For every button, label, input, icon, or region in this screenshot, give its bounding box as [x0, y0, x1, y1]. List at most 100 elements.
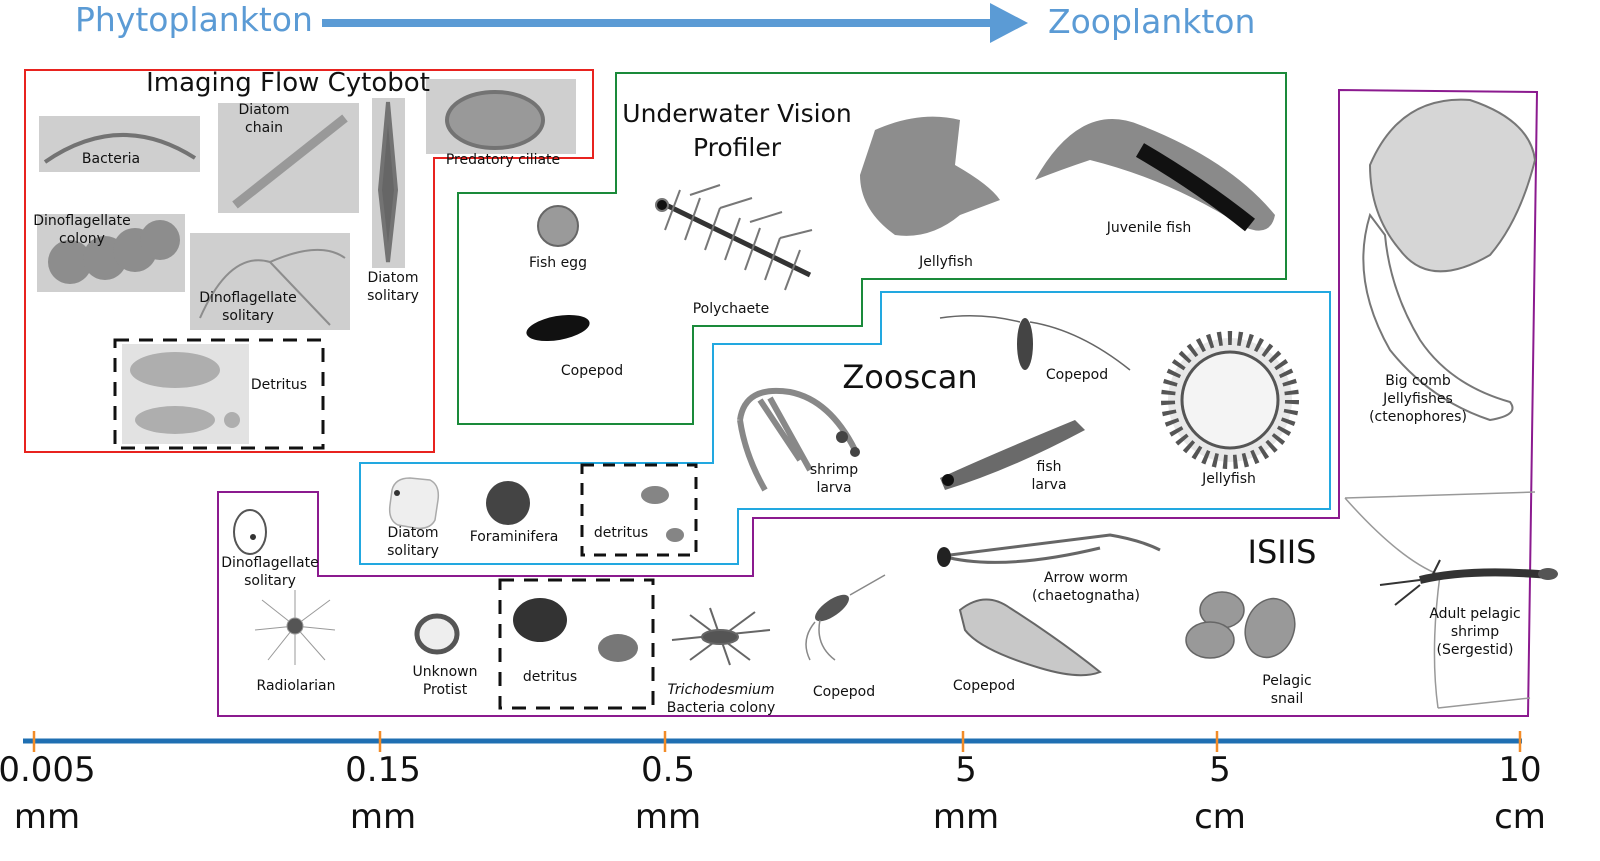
detritus-ifcb-shape [130, 352, 240, 434]
dinoflagellate-colony-shape [48, 220, 180, 284]
organism-label: Arrow worm (chaetognatha) [1032, 569, 1140, 605]
uvp-title: Underwater Vision Profiler [622, 97, 851, 165]
organism-label: Polychaete [692, 301, 770, 317]
organism-label: Dinoflagellate solitary [221, 554, 318, 590]
organism-label: Jellyfish [1202, 471, 1256, 487]
shrimp-larva-shape [737, 387, 858, 492]
organism-label: Diatom chain [239, 101, 290, 137]
organism-label: Copepod [952, 678, 1016, 694]
organism-label: Foraminifera [469, 529, 559, 545]
isiis-boundary [217, 88, 1539, 717]
zooscan-title: Zooscan [842, 358, 978, 396]
scale-tick-value: 10 [1498, 750, 1542, 790]
label-line: Bacteria colony [666, 700, 776, 716]
right-arrow-icon [322, 3, 1028, 43]
copepod-isiis-small-shape [805, 574, 886, 661]
label-line: solitary [222, 308, 274, 324]
diatom-solitary-zooscan-shape [388, 477, 440, 530]
diatom-solitary-shape [377, 101, 399, 263]
detritus-group-ifcb [113, 338, 325, 450]
scale-tick-value: 5 [955, 750, 977, 790]
uvp-title-line-1: Underwater Vision [622, 99, 852, 128]
label-line: Pelagic [1262, 673, 1312, 689]
scale-tick-value: 5 [1209, 750, 1231, 790]
bacteria-shape [43, 133, 197, 164]
fish-larva-shape [940, 420, 1085, 490]
scale-tick-value: 0.5 [640, 750, 696, 790]
organism-label: Adult pelagic shrimp (Sergestid) [1429, 605, 1520, 659]
dinoflagellate-isiis-shape [233, 509, 267, 555]
uvp-boundary [457, 72, 1287, 425]
copepod-uvp-shape [526, 314, 590, 342]
organism-label: fish larva [1031, 458, 1066, 494]
organism-label: Copepod [812, 684, 876, 700]
label-line: larva [1031, 477, 1067, 493]
organism-label: detritus [522, 669, 578, 685]
isiis-title: ISIIS [1247, 533, 1317, 571]
label-line: Diatom [387, 525, 439, 541]
detritus-isiis-shape [513, 598, 638, 662]
arrow-worm-shape [941, 533, 1161, 564]
polychaete-shape [655, 184, 813, 291]
dinoflagellate-solitary-image [190, 233, 350, 330]
radiolarian-shape [254, 590, 336, 665]
scale-tick-value: 0.005 [0, 750, 96, 790]
ciliate-shape [445, 90, 545, 150]
organism-label: Jellyfish [919, 254, 973, 270]
label-line: (ctenophores) [1369, 409, 1467, 425]
organism-label: Copepod [560, 363, 624, 379]
detritus-zooscan-shape [641, 486, 684, 542]
organism-label: Dinoflagellate solitary [199, 289, 296, 325]
scale-tick-value: 0.15 [345, 750, 421, 790]
organism-label: Pelagic snail [1262, 672, 1312, 708]
label-line: fish [1036, 459, 1062, 475]
phytoplankton-label: Phytoplankton [75, 0, 313, 39]
organism-label: detritus [593, 525, 649, 541]
organism-label: shrimp larva [810, 461, 858, 497]
label-line: Adult pelagic [1429, 606, 1521, 622]
label-line: Jellyfishes [1383, 391, 1453, 407]
label-line: larva [816, 480, 852, 496]
diatom-chain-shape [232, 114, 348, 209]
label-line: Protist [422, 682, 468, 698]
organism-label: Predatory ciliate [445, 152, 561, 168]
label-line: solitary [387, 543, 439, 559]
detritus-group-isiis [498, 578, 655, 710]
label-line: Unknown [412, 664, 478, 680]
scale-tick-unit: mm [349, 797, 417, 837]
organism-label: Radiolarian [256, 678, 336, 694]
dinoflagellate-solitary-shape [199, 249, 346, 326]
organism-label: Detritus [250, 377, 308, 393]
sergestid-shrimp-shape [1344, 491, 1558, 709]
label-line: solitary [367, 288, 419, 304]
label-line: Trichodesmium [667, 682, 775, 698]
organism-label: Unknown Protist [413, 663, 478, 699]
label-line: (Sergestid) [1436, 642, 1514, 658]
zooplankton-label: Zooplankton [1048, 2, 1256, 41]
label-line: Diatom [238, 102, 290, 118]
jellyfish-zooscan-shape [1161, 331, 1299, 469]
label-line: colony [59, 231, 105, 247]
label-line: shrimp [1450, 624, 1500, 640]
jellyfish-uvp-shape [860, 116, 1000, 236]
label-line: shrimp [809, 462, 859, 478]
organism-label: Bacteria [81, 151, 141, 167]
trichodesmium-shape [671, 607, 771, 666]
organism-label: Diatom solitary [387, 524, 439, 560]
label-line: Dinoflagellate [33, 213, 131, 229]
scale-tick-unit: cm [1194, 797, 1246, 837]
foraminifera-shape [486, 481, 530, 525]
organism-label: Dinoflagellate colony [33, 212, 130, 248]
uvp-title-line-2: Profiler [692, 133, 781, 162]
ifcb-title: Imaging Flow Cytobot [146, 68, 430, 98]
copepod-isiis-large-shape [958, 598, 1102, 677]
label-line: Diatom [367, 270, 419, 286]
ctenophore-shape [1362, 98, 1537, 422]
organism-label: Diatom solitary [367, 269, 419, 305]
size-scale-ticks [32, 731, 1522, 752]
label-line: Dinoflagellate [199, 290, 297, 306]
unknown-protist-shape [414, 613, 460, 655]
organism-label: Big comb Jellyfishes (ctenophores) [1369, 372, 1467, 426]
label-line: chain [245, 120, 283, 136]
